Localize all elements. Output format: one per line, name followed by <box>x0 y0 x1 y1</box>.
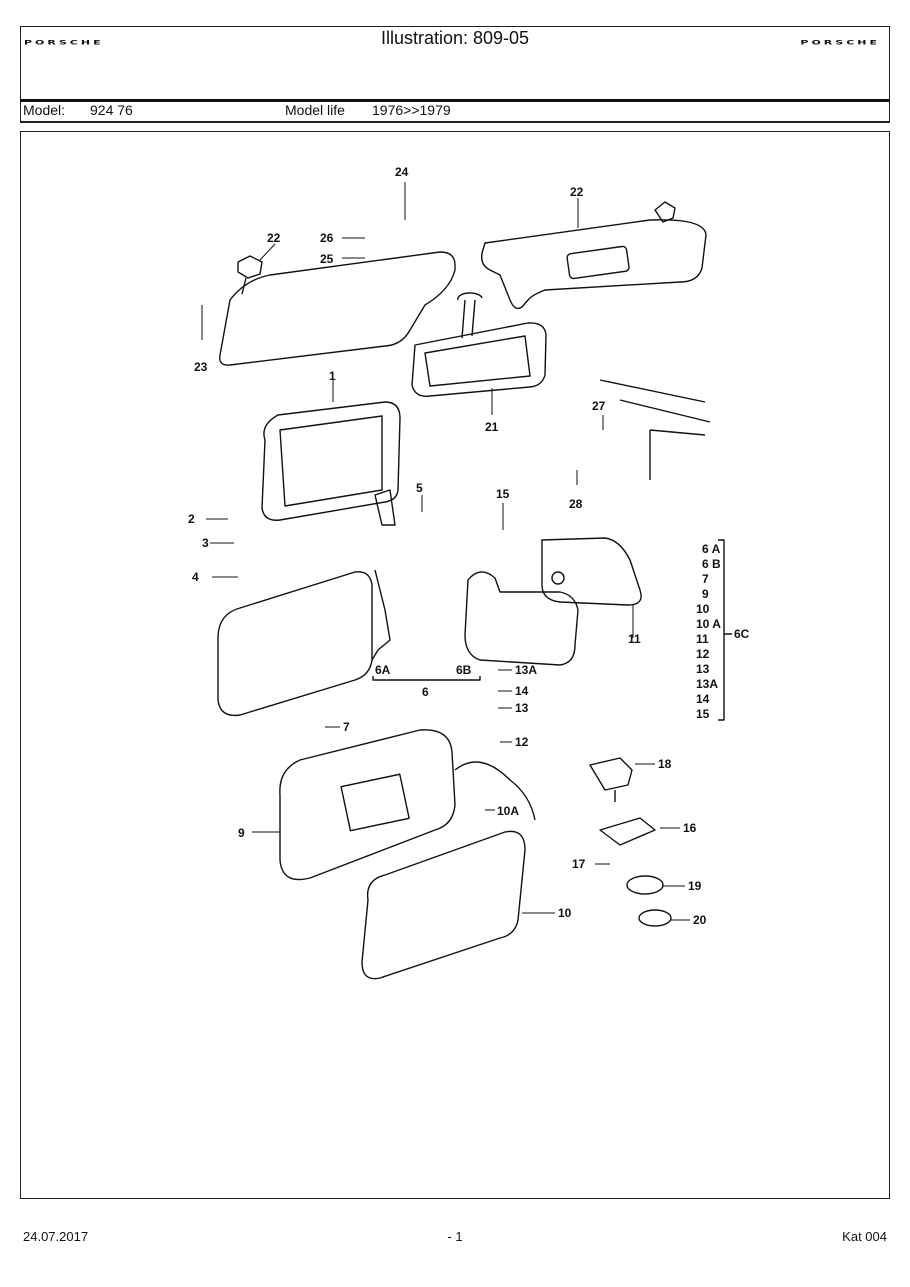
callout-labels: 24 22 22 26 25 23 1 21 27 28 5 15 2 3 4 … <box>188 165 707 927</box>
footer-page-number: - 1 <box>447 1229 463 1244</box>
kit-item: 13A <box>696 677 718 691</box>
model-rule <box>20 121 890 122</box>
callout-28: 28 <box>569 497 583 511</box>
kit-item: 6 B <box>702 557 721 571</box>
callout-3: 3 <box>202 536 209 550</box>
illustration-title: Illustration: 809-05 <box>380 28 530 48</box>
callout-25: 25 <box>320 252 334 266</box>
callout-15: 15 <box>496 487 510 501</box>
vanity-mirror <box>566 245 630 280</box>
callout-20: 20 <box>693 913 707 927</box>
kit-item: 12 <box>696 647 710 661</box>
exploded-parts-drawing: 24 22 22 26 25 23 1 21 27 28 5 15 2 3 4 … <box>188 165 750 980</box>
outside-mirror-glass <box>279 415 383 507</box>
callout-2: 2 <box>188 512 195 526</box>
callout-5: 5 <box>416 481 423 495</box>
rear-view-mirror <box>411 322 547 397</box>
callout-23: 23 <box>194 360 208 374</box>
callout-6: 6 <box>422 685 429 699</box>
callout-11: 11 <box>628 632 641 646</box>
wiring-harness <box>454 761 536 821</box>
brand-logo-right: PORSCHE <box>800 38 880 47</box>
kit-item: 6 A <box>702 542 721 556</box>
callout-leaders <box>201 182 690 921</box>
callout-21: 21 <box>485 420 499 434</box>
callout-16: 16 <box>683 821 697 835</box>
mirror-base-cover <box>464 571 579 666</box>
callout-4: 4 <box>192 570 199 584</box>
callout-10: 10 <box>558 906 572 920</box>
kit-item: 14 <box>696 692 710 706</box>
rear-view-mirror-glass <box>424 335 531 387</box>
outside-mirror-head <box>261 401 401 521</box>
callout-10a: 10A <box>497 804 519 818</box>
callout-19: 19 <box>688 879 702 893</box>
frame-hole <box>551 571 565 585</box>
drawing-box <box>20 131 890 1199</box>
mirror-glass-10 <box>361 830 526 980</box>
kit-item: 15 <box>696 707 710 721</box>
callout-27: 27 <box>592 399 606 413</box>
switch-knob <box>589 757 633 802</box>
callout-18: 18 <box>658 757 672 771</box>
callout-12: 12 <box>515 735 529 749</box>
callout-14: 14 <box>515 684 529 698</box>
footer-catalog: Kat 004 <box>842 1229 887 1244</box>
brand-logo-left: PORSCHE <box>24 38 104 47</box>
switch-plate <box>599 817 656 846</box>
callout-1: 1 <box>329 369 336 383</box>
callout-6a: 6A <box>375 663 391 677</box>
windshield-corner <box>599 379 711 480</box>
callout-13a: 13A <box>515 663 537 677</box>
kit-item: 7 <box>702 572 709 586</box>
callout-9: 9 <box>238 826 245 840</box>
kit-item: 9 <box>702 587 709 601</box>
footer-date: 24.07.2017 <box>23 1229 89 1244</box>
callout-17: 17 <box>572 857 586 871</box>
callout-26: 26 <box>320 231 334 245</box>
visor-mount-right <box>654 201 676 223</box>
callout-24: 24 <box>395 165 409 179</box>
subassembly-bracket <box>372 676 481 681</box>
grommet-19 <box>626 875 664 895</box>
model-life-label: Model life <box>285 102 345 118</box>
callout-13: 13 <box>515 701 529 715</box>
rear-view-mirror-stem <box>457 292 483 339</box>
kit-bracket <box>718 539 732 721</box>
mount-bracket <box>371 569 391 661</box>
model-value: 924 76 <box>90 102 133 118</box>
mirror-frame <box>541 537 642 606</box>
right-sun-visor <box>480 219 707 310</box>
callout-22-right: 22 <box>570 185 584 199</box>
mirror-arm <box>374 489 396 526</box>
housing-window <box>340 773 410 832</box>
kit-item: 10 A <box>696 617 721 631</box>
model-label: Model: <box>23 102 66 118</box>
kit-item: 11 <box>696 632 709 646</box>
kit-list: 6 A 6 B 7 9 10 10 A 11 12 13 13A 14 15 6… <box>696 542 750 721</box>
callout-22-left: 22 <box>267 231 281 245</box>
kit-item: 10 <box>696 602 710 616</box>
header-rule <box>20 99 890 102</box>
kit-label: 6C <box>734 627 750 641</box>
callout-7: 7 <box>343 720 350 734</box>
mirror-housing <box>279 729 456 881</box>
door-mount-plate <box>217 571 373 717</box>
visor-mount-left <box>237 255 263 295</box>
header-box <box>20 26 890 123</box>
callout-6b: 6B <box>456 663 472 677</box>
cap-20 <box>638 909 672 927</box>
left-sun-visor <box>219 251 456 366</box>
kit-item: 13 <box>696 662 710 676</box>
model-life-value: 1976>>1979 <box>372 102 451 118</box>
